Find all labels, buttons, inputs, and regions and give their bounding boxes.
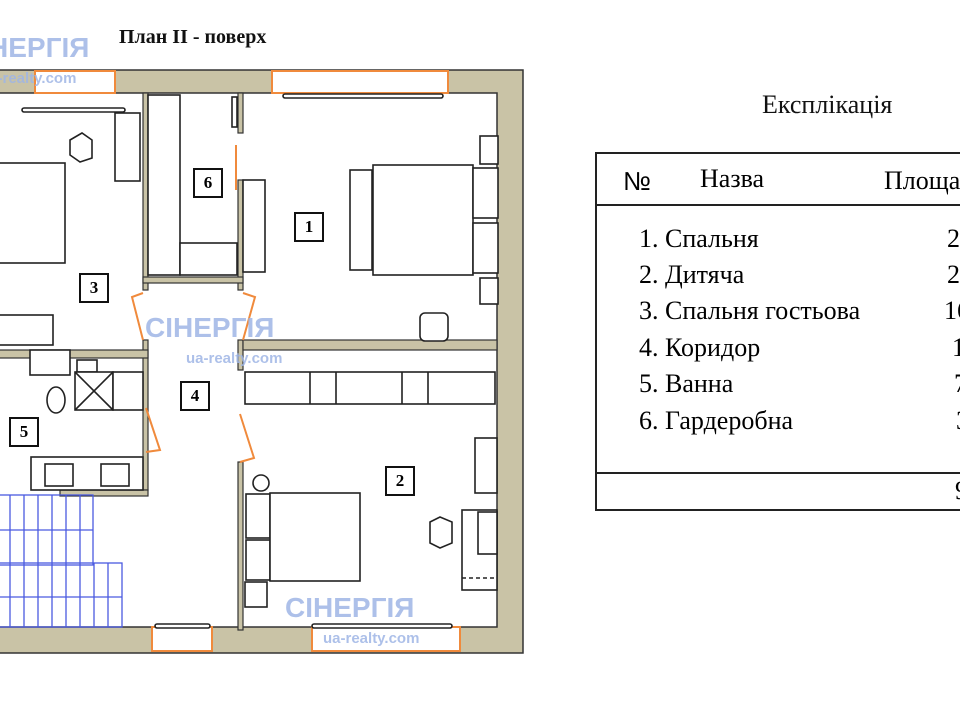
table-area: 3 [956, 406, 960, 436]
watermark-logo: СІНЕРГІЯ [145, 312, 275, 343]
table-row: 5. Ванна [639, 369, 734, 398]
windows [34, 70, 461, 652]
table-area: 2 [947, 260, 960, 289]
table-area: 1 [952, 333, 960, 362]
col-area: Площа [884, 166, 960, 195]
table-total: 9 [955, 476, 960, 506]
table-row: 4. Коридор [639, 333, 761, 362]
table-area: 2 [947, 224, 960, 253]
col-name: Назва [700, 164, 765, 193]
table-area: 7 [954, 369, 960, 399]
watermark-logo: СІНЕРГІЯ [285, 592, 415, 623]
floor-plan [0, 69, 524, 654]
room-label-3: 3 [79, 273, 109, 303]
col-num: № [623, 166, 651, 196]
interior-walls [0, 92, 498, 631]
watermark-site: ua-realty.com [186, 350, 283, 367]
table-row: 3. Спальня гостьова [639, 296, 861, 325]
watermark-site: ua-realty.com [0, 70, 77, 87]
table-header: № Назва Площа [597, 154, 960, 206]
table-row: 6. Гардеробна [639, 406, 794, 435]
table-row: 1. Спальня [639, 224, 759, 253]
furniture [0, 93, 499, 629]
plan-title: План II - поверх [119, 26, 267, 48]
watermark-logo: СІНЕРГІЯ [0, 32, 90, 63]
explication-heading: Експлікація [762, 90, 893, 119]
table-total-row: 9 [597, 472, 960, 511]
staircase [0, 494, 123, 628]
room-label-6: 6 [193, 168, 223, 198]
room-label-2: 2 [385, 466, 415, 496]
door-swings [130, 145, 257, 463]
table-area: 16 [944, 296, 960, 325]
table-row: 2. Дитяча [639, 260, 745, 289]
explication-table: № Назва Площа 1. Спальня 2 2. Дитяча 2 3… [595, 152, 960, 511]
watermark-site: ua-realty.com [323, 630, 420, 647]
room-label-5: 5 [9, 417, 39, 447]
room-label-4: 4 [180, 381, 210, 411]
room-label-1: 1 [294, 212, 324, 242]
